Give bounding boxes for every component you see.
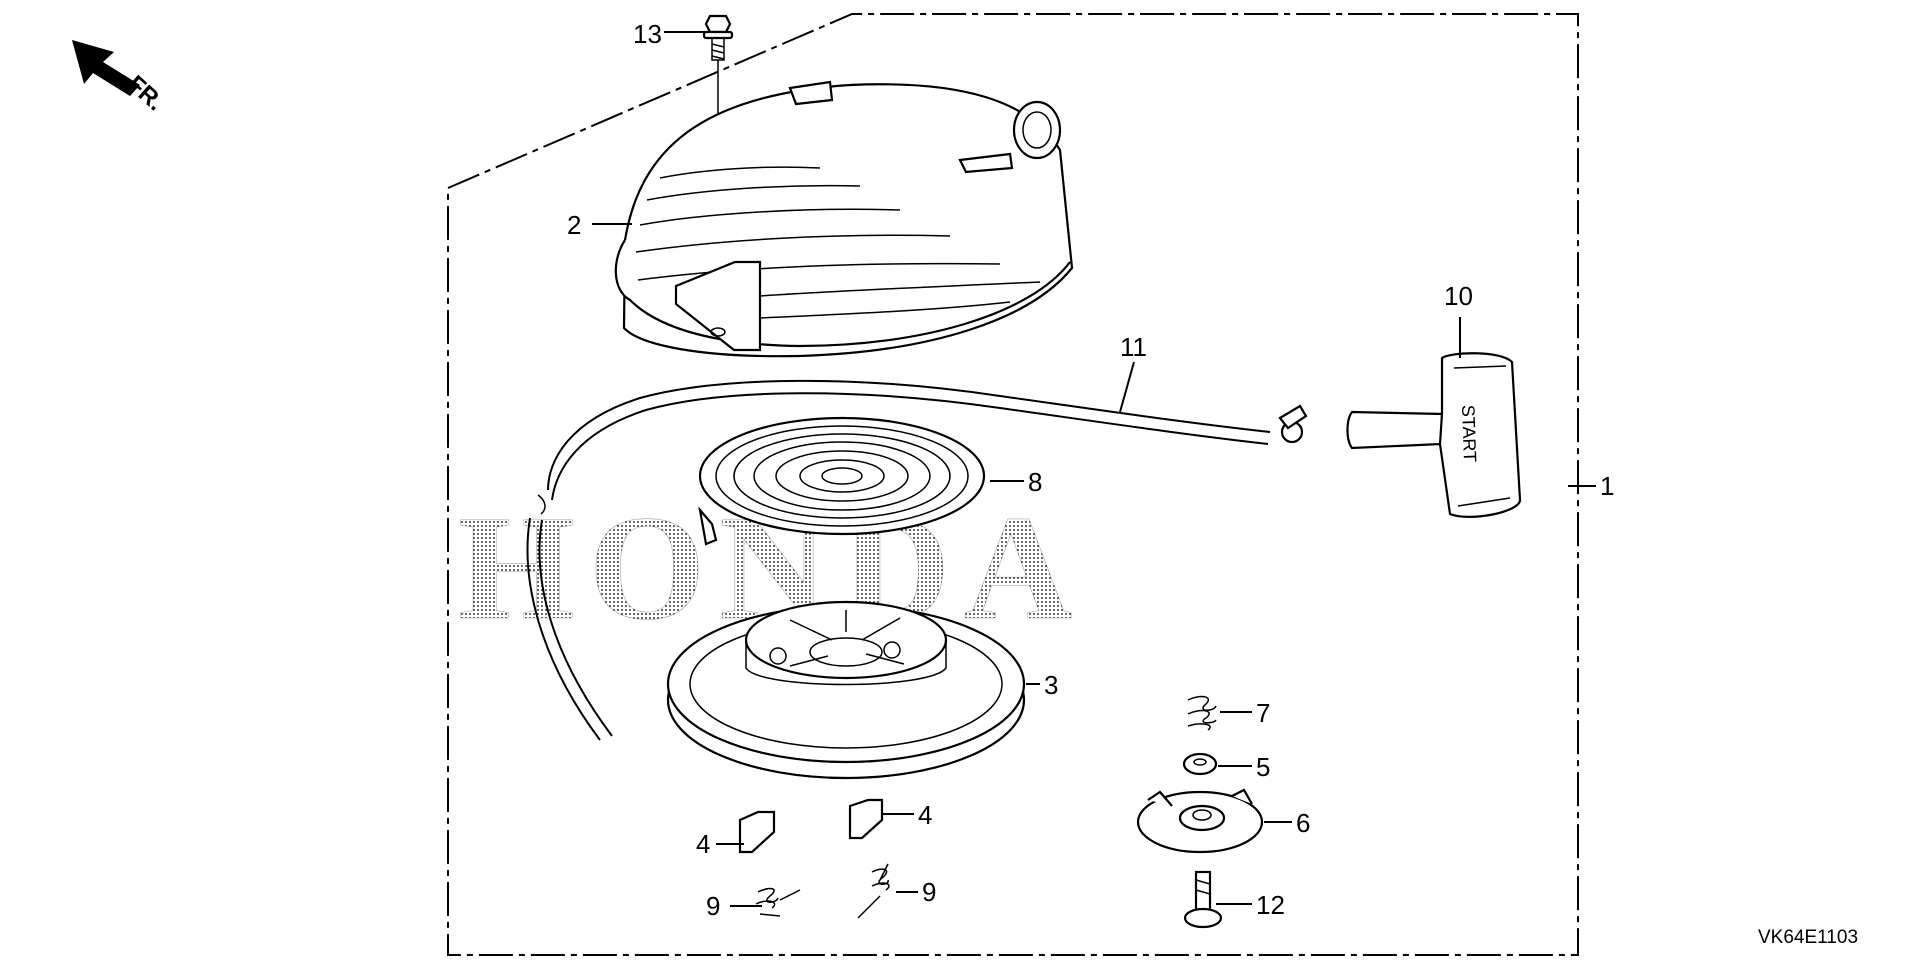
leader-lines: [592, 31, 1596, 907]
direction-label: FR.: [122, 70, 169, 116]
grip-text: START: [1458, 404, 1480, 462]
callout-1: 1: [1600, 471, 1614, 501]
arrow-icon: [72, 40, 140, 96]
front-direction-indicator: FR.: [72, 40, 169, 116]
part-ratchet-pawl: [738, 798, 884, 854]
part-setting-bolt: [1183, 870, 1223, 929]
part-pawl-spring: [755, 863, 890, 919]
callout-8: 8: [1028, 467, 1042, 497]
part-starter-rope: [526, 379, 1308, 741]
part-recoil-spring: [698, 416, 986, 546]
callout-9b: 9: [922, 877, 936, 907]
part-recoil-case: [614, 80, 1074, 358]
callout-6: 6: [1296, 808, 1310, 838]
callout-9a: 9: [706, 891, 720, 921]
callout-13: 13: [633, 19, 662, 49]
callout-4a: 4: [696, 829, 710, 859]
drawing-code: VK64E1103: [1758, 927, 1858, 948]
part-friction-spring: [1187, 695, 1217, 731]
part-washer: [1182, 752, 1218, 776]
callout-2: 2: [567, 210, 581, 240]
callout-10: 10: [1444, 281, 1473, 311]
callout-11: 11: [1120, 332, 1147, 362]
callouts: 13 2 10 11 1 8 3 7 5 6 4 4 9 9 12: [567, 19, 1614, 921]
part-recoil-reel: [666, 600, 1026, 780]
callout-3: 3: [1044, 670, 1058, 700]
callout-4b: 4: [918, 800, 932, 830]
assembly-boundary: [447, 13, 1579, 956]
part-starter-grip: START: [1346, 352, 1522, 518]
callout-12: 12: [1256, 890, 1285, 920]
part-ratchet-guide: [1136, 788, 1264, 854]
callout-5: 5: [1256, 752, 1270, 782]
callout-7: 7: [1256, 698, 1270, 728]
